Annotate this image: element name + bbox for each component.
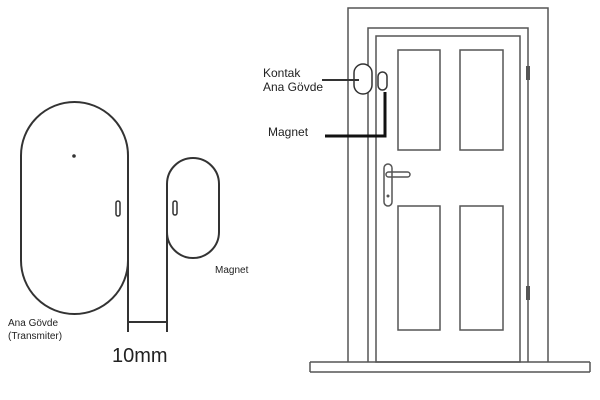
gap-label: 10mm [112, 345, 168, 367]
magnet-pointer [325, 92, 387, 138]
indicator-led [72, 154, 76, 158]
body-label-line1: Ana Gövde [8, 318, 58, 329]
main-body [20, 101, 129, 315]
door-inner-frame [367, 27, 529, 362]
door-handle-icon [383, 163, 411, 207]
door-magnet-label: Magnet [268, 125, 309, 139]
contact-label-line2: Ana Gövde [263, 80, 323, 94]
door-illustration: Kontak Ana Gövde Magnet [263, 7, 591, 373]
door-outer-frame [347, 7, 549, 362]
door-panel-bottom-right [459, 205, 504, 331]
main-body-slot [115, 200, 121, 217]
door-magnet [377, 71, 388, 91]
hinge-bottom [526, 286, 530, 300]
sensor-detail: Magnet Ana Gövde (Transmiter) 10mm [8, 101, 249, 367]
body-label-line2: (Transmiter) [8, 331, 62, 342]
magnet-label: Magnet [215, 265, 249, 276]
door-panel-top-left [397, 49, 441, 151]
contact-label-line1: Kontak [263, 66, 301, 80]
hinge-top [526, 66, 530, 80]
door-panel-bottom-left [397, 205, 441, 331]
magnet-slot [172, 200, 178, 216]
door-panel-top-right [459, 49, 504, 151]
